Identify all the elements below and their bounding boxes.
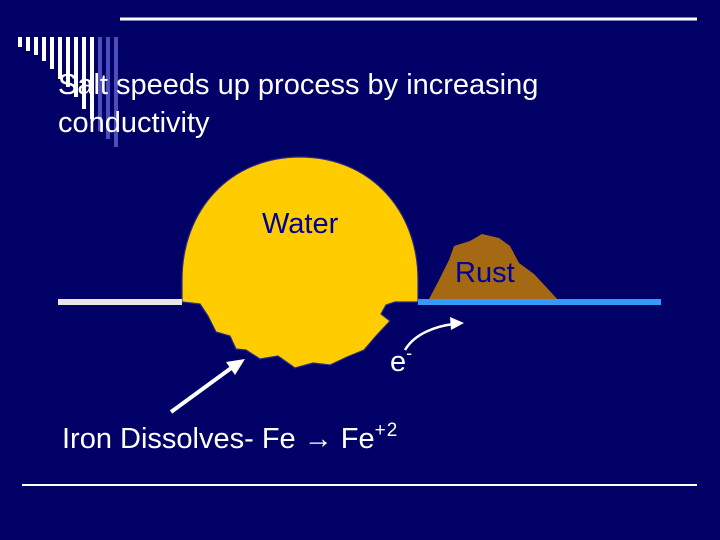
ion-charge: +2 (374, 420, 399, 441)
dissolution-equation: Iron Dissolves- Fe → Fe+2 (62, 421, 398, 454)
electron-arrow-head (450, 317, 464, 330)
equation-text: Iron Dissolves- Fe → Fe (62, 423, 375, 455)
pointer-arrow-head (226, 359, 245, 375)
electron-symbol: e (390, 346, 407, 378)
metal-surface-right (418, 299, 661, 305)
water-droplet (181, 156, 419, 369)
metal-surface-left (58, 299, 182, 305)
slide-title: Salt speeds up process by increasing con… (58, 69, 539, 139)
water-label: Water (262, 208, 339, 240)
rust-deposit (428, 234, 559, 301)
dissolution-pointer-arrow (169, 364, 236, 414)
electron-label: e- (390, 344, 412, 377)
decorative-bars (18, 37, 118, 147)
electron-flow-arrow (403, 322, 455, 351)
rust-label: Rust (455, 257, 515, 289)
electron-charge: - (406, 343, 413, 363)
